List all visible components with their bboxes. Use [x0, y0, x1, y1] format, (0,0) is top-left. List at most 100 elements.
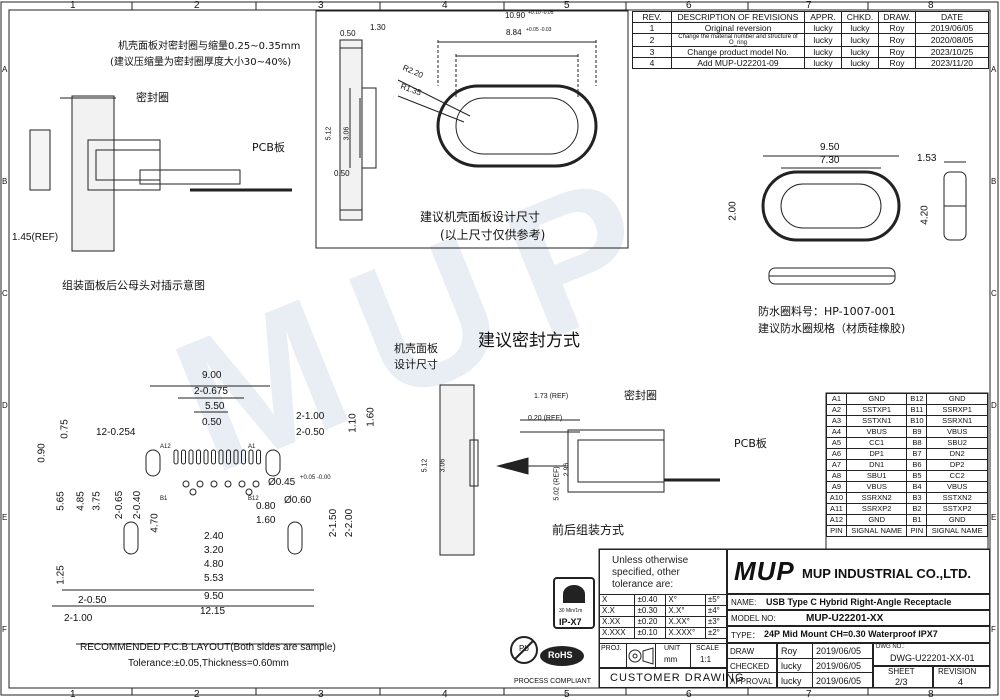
col-label: 6: [686, 0, 692, 11]
dim-label: 3.06: [439, 458, 447, 473]
pin-cell: SSRXN2: [845, 492, 908, 504]
pin-cell: B8: [906, 437, 928, 449]
pin-cell: A11: [826, 503, 847, 515]
pin-cell: SSTXP1: [845, 404, 908, 416]
pin-header: SIGNAL NAME: [926, 525, 988, 537]
dim-label: 2-0.40: [132, 490, 144, 520]
pin-cell: DP1: [845, 448, 908, 460]
dim-label: 5.65: [55, 491, 67, 511]
pcb-pad: [256, 449, 261, 465]
rohs-logo: [510, 636, 584, 666]
seal-ring-label-2: 密封圈: [624, 389, 657, 402]
pin-cell: A8: [826, 470, 847, 482]
pcb-pad: [233, 449, 239, 465]
row-label: D: [991, 401, 997, 410]
dim-label: Ø0.45: [268, 477, 296, 488]
col-label: 7: [806, 0, 812, 11]
pin-cell: A6: [826, 448, 847, 460]
company-name: MUP INDUSTRIAL CO.,LTD.: [802, 566, 971, 581]
tolerance-text: Unless otherwise specified, other tolera…: [612, 555, 689, 590]
col-label: 3: [318, 689, 324, 700]
dim-label: 5.50: [205, 401, 225, 412]
pin-cell: B5: [906, 470, 928, 482]
col-label: 2: [194, 689, 200, 700]
tolerance-cell: ±0.40: [634, 594, 667, 606]
panel-size-label: 机壳面板: [394, 342, 438, 355]
pin-cell: SSRXN1: [926, 415, 988, 427]
col-label: 8: [928, 0, 934, 11]
pcb-pad: [226, 449, 231, 465]
shrink-note-2: (建议压缩量为密封圈厚度大小30~40%): [110, 57, 292, 68]
pin-cell: A2: [826, 404, 847, 416]
tolerance-cell: ±3°: [704, 616, 728, 628]
pin-cell: VBUS: [845, 426, 908, 438]
col-label: 4: [442, 0, 448, 11]
dim-label: 5.02 (REF): [553, 466, 561, 501]
tolerance-cell: ±0.10: [634, 627, 667, 639]
dim-label: 1.60: [256, 515, 276, 526]
pcb-pad: [173, 449, 179, 465]
pin-cell: B11: [906, 404, 928, 416]
pin-cell: A4: [826, 426, 847, 438]
row-label: F: [2, 625, 7, 634]
panel-design-caption: 建议机壳面板设计尺寸: [420, 210, 541, 224]
row-label: E: [991, 513, 997, 522]
rohs-text: RoHS: [548, 650, 573, 660]
pin-cell: VBUS: [926, 426, 988, 438]
tolerance-cell: X.XXX°: [665, 627, 706, 639]
dim-label: 1.53: [917, 153, 937, 164]
pin-cell: DP2: [926, 459, 988, 471]
ref-dim: 1.45(REF): [12, 232, 59, 243]
pcb-tolerance: Tolerance:±0.05,Thickness=0.60mm: [128, 658, 289, 669]
pin-cell: SSRXP2: [845, 503, 908, 515]
dim-label: 3.06: [343, 126, 351, 141]
tolerance-cell: X.XX°: [665, 616, 706, 628]
pin-cell: GND: [926, 514, 988, 526]
pcb-pad: [196, 449, 201, 465]
dim-tol: +0.10 -0.05: [528, 10, 554, 16]
pin-cell: A3: [826, 415, 847, 427]
tolerance-cell: X: [598, 594, 636, 606]
rev-header: DATE: [915, 11, 989, 23]
pin-cell: SSTXN1: [845, 415, 908, 427]
row-label: D: [2, 401, 8, 410]
pin-cell: CC2: [926, 470, 988, 482]
dim-label: 8.84: [506, 28, 522, 37]
pin-cell: SSTXN2: [926, 492, 988, 504]
pin-cell: A5: [826, 437, 847, 449]
panel-design-caption-2: (以上尺寸仅供参考): [440, 228, 546, 242]
col-label: 1: [70, 0, 76, 11]
rev-header: APPR.: [804, 11, 842, 23]
pin-marker: A12: [160, 444, 171, 450]
dim-label: 2-1.00: [64, 613, 93, 624]
pin-marker: A1: [248, 444, 256, 450]
dim-label: 0.50: [334, 169, 350, 178]
dim-label: 4.20: [919, 205, 931, 225]
col-label: 8: [928, 689, 934, 700]
oring-part-no: 防水圈料号：HP-1007-001: [758, 305, 896, 318]
part-name: USB Type C Hybrid Right-Angle Receptacle: [766, 597, 952, 607]
panel-size-label-2: 设计尺寸: [394, 358, 438, 371]
row-label: E: [2, 513, 8, 522]
col-label: 3: [318, 0, 324, 11]
dim-label: 1.10: [347, 413, 359, 433]
rev-header: CHKD.: [841, 11, 879, 23]
pin-cell: SSRXP1: [926, 404, 988, 416]
dim-label: 10.90: [505, 11, 526, 20]
col-label: 6: [686, 689, 692, 700]
pcb-pad: [248, 449, 254, 465]
col-label: 5: [564, 0, 570, 11]
tolerance-cell: ±0.20: [634, 616, 667, 628]
dim-label: 0.90: [36, 443, 48, 463]
